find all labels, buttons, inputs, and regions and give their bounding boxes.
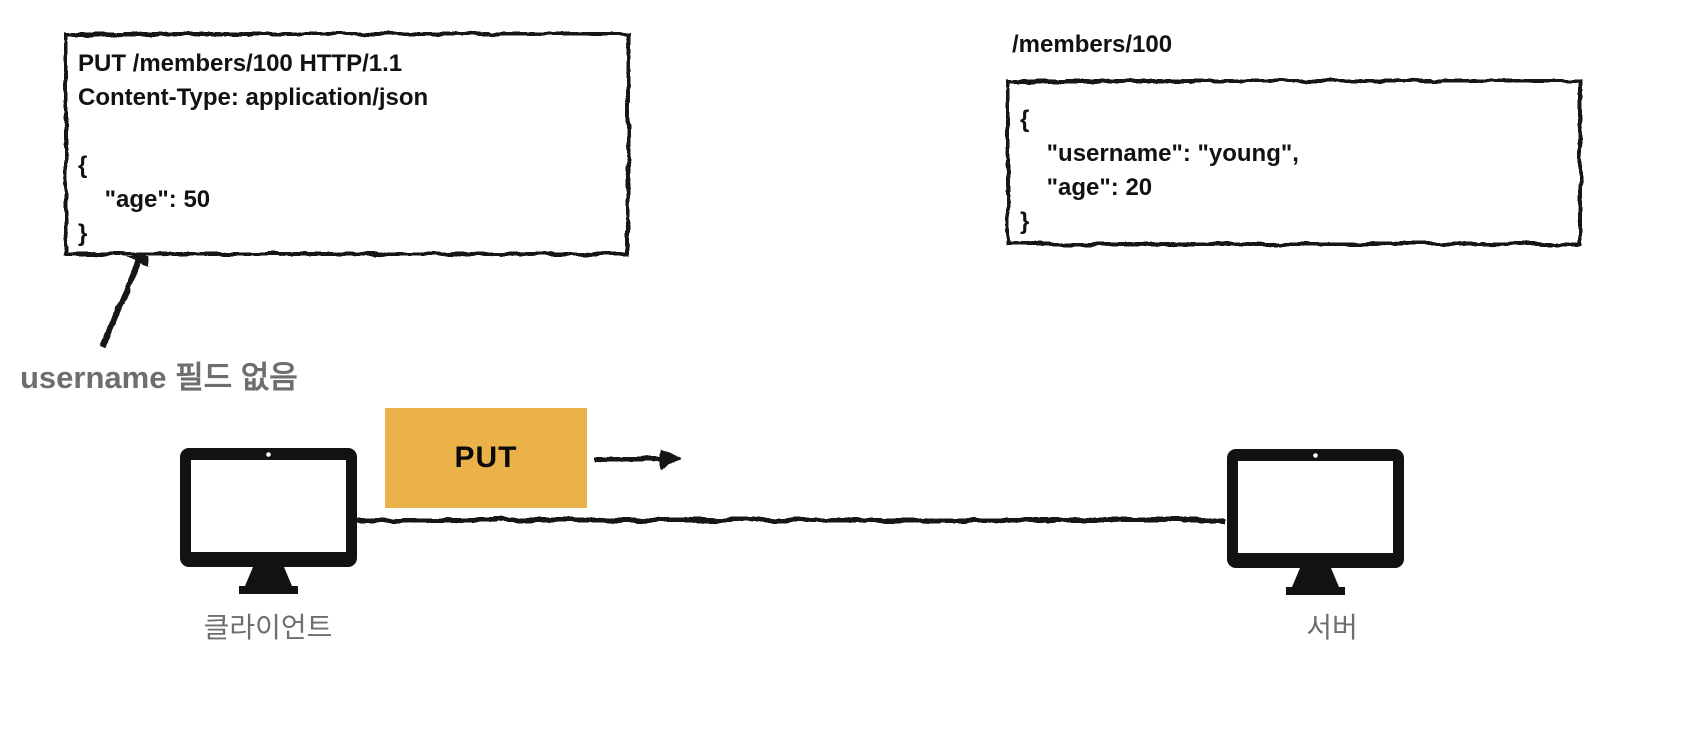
server-resource-text: { "username": "young", "age": 20 } xyxy=(1020,106,1299,235)
http-request-box-border xyxy=(64,32,630,256)
http-request-box: PUT /members/100 HTTP/1.1 Content-Type: … xyxy=(64,32,630,256)
server-label: 서버 xyxy=(1306,612,1358,643)
client-monitor-icon xyxy=(180,448,357,594)
put-message-label: PUT xyxy=(454,441,518,474)
client-label: 클라이언트 xyxy=(203,612,333,643)
server-resource-box-border xyxy=(1006,79,1582,246)
server-monitor-icon xyxy=(1227,449,1404,595)
annotation-arrow xyxy=(99,237,150,349)
put-message-box: PUT xyxy=(385,408,587,508)
http-request-text: PUT /members/100 HTTP/1.1 Content-Type: … xyxy=(78,50,429,247)
no-username-annotation: username 필드 없음 xyxy=(20,360,298,395)
resource-path-label: /members/100 xyxy=(1012,31,1173,58)
server-resource-box: { "username": "young", "age": 20 } xyxy=(1006,79,1582,246)
